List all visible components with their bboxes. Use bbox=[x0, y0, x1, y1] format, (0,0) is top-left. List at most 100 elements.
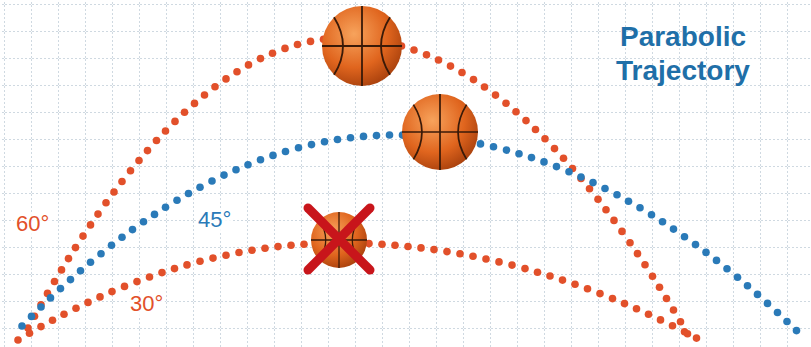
trajectory-dot bbox=[196, 258, 204, 266]
trajectory-dot bbox=[469, 252, 477, 260]
trajectory-dot bbox=[546, 272, 554, 280]
trajectory-dot bbox=[144, 147, 152, 155]
trajectory-dot bbox=[281, 45, 289, 53]
basketball bbox=[322, 6, 402, 86]
trajectory-dot bbox=[681, 233, 689, 241]
trajectory-dot bbox=[613, 191, 621, 199]
trajectory-dot bbox=[233, 68, 241, 76]
trajectory-dot bbox=[793, 327, 801, 335]
trajectory-dot bbox=[14, 336, 22, 344]
trajectory-dot bbox=[72, 304, 80, 312]
trajectory-dot bbox=[18, 322, 26, 330]
trajectory-dot bbox=[235, 249, 243, 257]
trajectory-dot bbox=[72, 244, 80, 252]
trajectory-dot bbox=[618, 228, 626, 236]
trajectory-dot bbox=[559, 276, 567, 284]
trajectory-dot bbox=[378, 241, 386, 249]
diagram-title: Parabolic Trajectory bbox=[588, 20, 778, 88]
trajectory-dot bbox=[512, 108, 520, 116]
trajectory-dot bbox=[102, 199, 110, 207]
trajectory-dot bbox=[245, 61, 253, 69]
trajectory-dot bbox=[222, 75, 230, 83]
trajectory-dot bbox=[121, 283, 129, 291]
trajectory-dot bbox=[481, 83, 489, 91]
trajectory-dot bbox=[77, 267, 85, 275]
trajectory-dot bbox=[495, 258, 503, 266]
trajectory-dot bbox=[37, 303, 45, 311]
trajectory-dot bbox=[257, 156, 265, 164]
trajectory-dot bbox=[692, 241, 700, 249]
trajectory-dot bbox=[308, 141, 316, 149]
trajectory-dot bbox=[641, 261, 649, 269]
trajectory-dot bbox=[657, 316, 665, 324]
trajectory-dot bbox=[158, 269, 166, 277]
trajectory-dot bbox=[153, 137, 161, 145]
trajectory-dot bbox=[659, 218, 667, 226]
trajectory-dot bbox=[492, 91, 500, 99]
trajectory-dot bbox=[663, 295, 671, 303]
trajectory-dot bbox=[648, 211, 656, 219]
trajectory-dot bbox=[269, 152, 277, 160]
trajectory-dot bbox=[51, 278, 59, 286]
trajectory-dot bbox=[723, 265, 731, 273]
trajectory-dot bbox=[26, 329, 34, 337]
trajectory-dot bbox=[477, 140, 485, 148]
trajectory-dot bbox=[584, 285, 592, 293]
trajectory-dot bbox=[94, 210, 102, 218]
trajectory-dot bbox=[208, 177, 216, 185]
trajectory-dot bbox=[300, 240, 308, 248]
trajectory-dot bbox=[470, 76, 478, 84]
trajectory-dot bbox=[626, 239, 634, 247]
trajectory-dot bbox=[162, 127, 170, 135]
trajectory-dot bbox=[744, 282, 752, 290]
trajectory-dot bbox=[386, 131, 394, 139]
trajectory-dot bbox=[257, 55, 265, 63]
trajectory-dot bbox=[37, 323, 45, 331]
trajectory-dot bbox=[417, 244, 425, 252]
trajectory-dot bbox=[625, 197, 633, 205]
trajectory-dot bbox=[551, 145, 559, 153]
trajectory-dot bbox=[540, 158, 548, 166]
trajectory-dot bbox=[589, 179, 597, 187]
trajectory-dot bbox=[171, 118, 179, 126]
angle-label: 45° bbox=[196, 208, 233, 232]
trajectory-dot bbox=[565, 168, 573, 176]
trajectory-dot bbox=[211, 83, 219, 91]
trajectory-dot bbox=[108, 242, 116, 250]
basketball bbox=[402, 94, 478, 170]
trajectory-dot bbox=[127, 167, 135, 175]
trajectory-dot bbox=[634, 250, 642, 258]
trajectory-dot bbox=[135, 157, 143, 165]
trajectory-dot bbox=[269, 49, 277, 57]
trajectory-dot bbox=[232, 166, 240, 174]
trajectory-dot bbox=[774, 309, 782, 317]
trajectory-dot bbox=[670, 225, 678, 233]
trajectory-dot bbox=[528, 154, 536, 162]
trajectory-dot bbox=[97, 250, 105, 258]
trajectory-dot bbox=[146, 273, 154, 281]
trajectory-dot bbox=[173, 196, 181, 204]
trajectory-dot bbox=[294, 41, 302, 49]
trajectory-dot bbox=[129, 226, 137, 234]
trajectory-dot bbox=[633, 305, 641, 313]
trajectory-dot bbox=[373, 132, 381, 140]
trajectory-dot bbox=[347, 134, 355, 142]
trajectory-dot bbox=[84, 299, 92, 307]
trajectory-dot bbox=[118, 234, 126, 242]
trajectory-dot bbox=[482, 255, 490, 263]
trajectory-dot bbox=[649, 273, 657, 281]
trajectory-dot bbox=[47, 294, 55, 302]
trajectory-dot bbox=[560, 155, 568, 163]
trajectory-dot bbox=[515, 150, 523, 158]
trajectory-dot bbox=[656, 284, 664, 292]
trajectory-dot bbox=[133, 278, 141, 286]
trajectory-dot bbox=[430, 246, 438, 254]
trajectory-dot bbox=[443, 248, 451, 256]
trajectory-dot bbox=[282, 148, 290, 156]
trajectory-dot bbox=[334, 136, 342, 144]
trajectory-dot bbox=[713, 257, 721, 265]
trajectory-dot bbox=[423, 51, 431, 59]
trajectory-dot bbox=[67, 276, 75, 284]
trajectory-dot bbox=[669, 322, 677, 330]
trajectory-dot bbox=[244, 161, 252, 169]
